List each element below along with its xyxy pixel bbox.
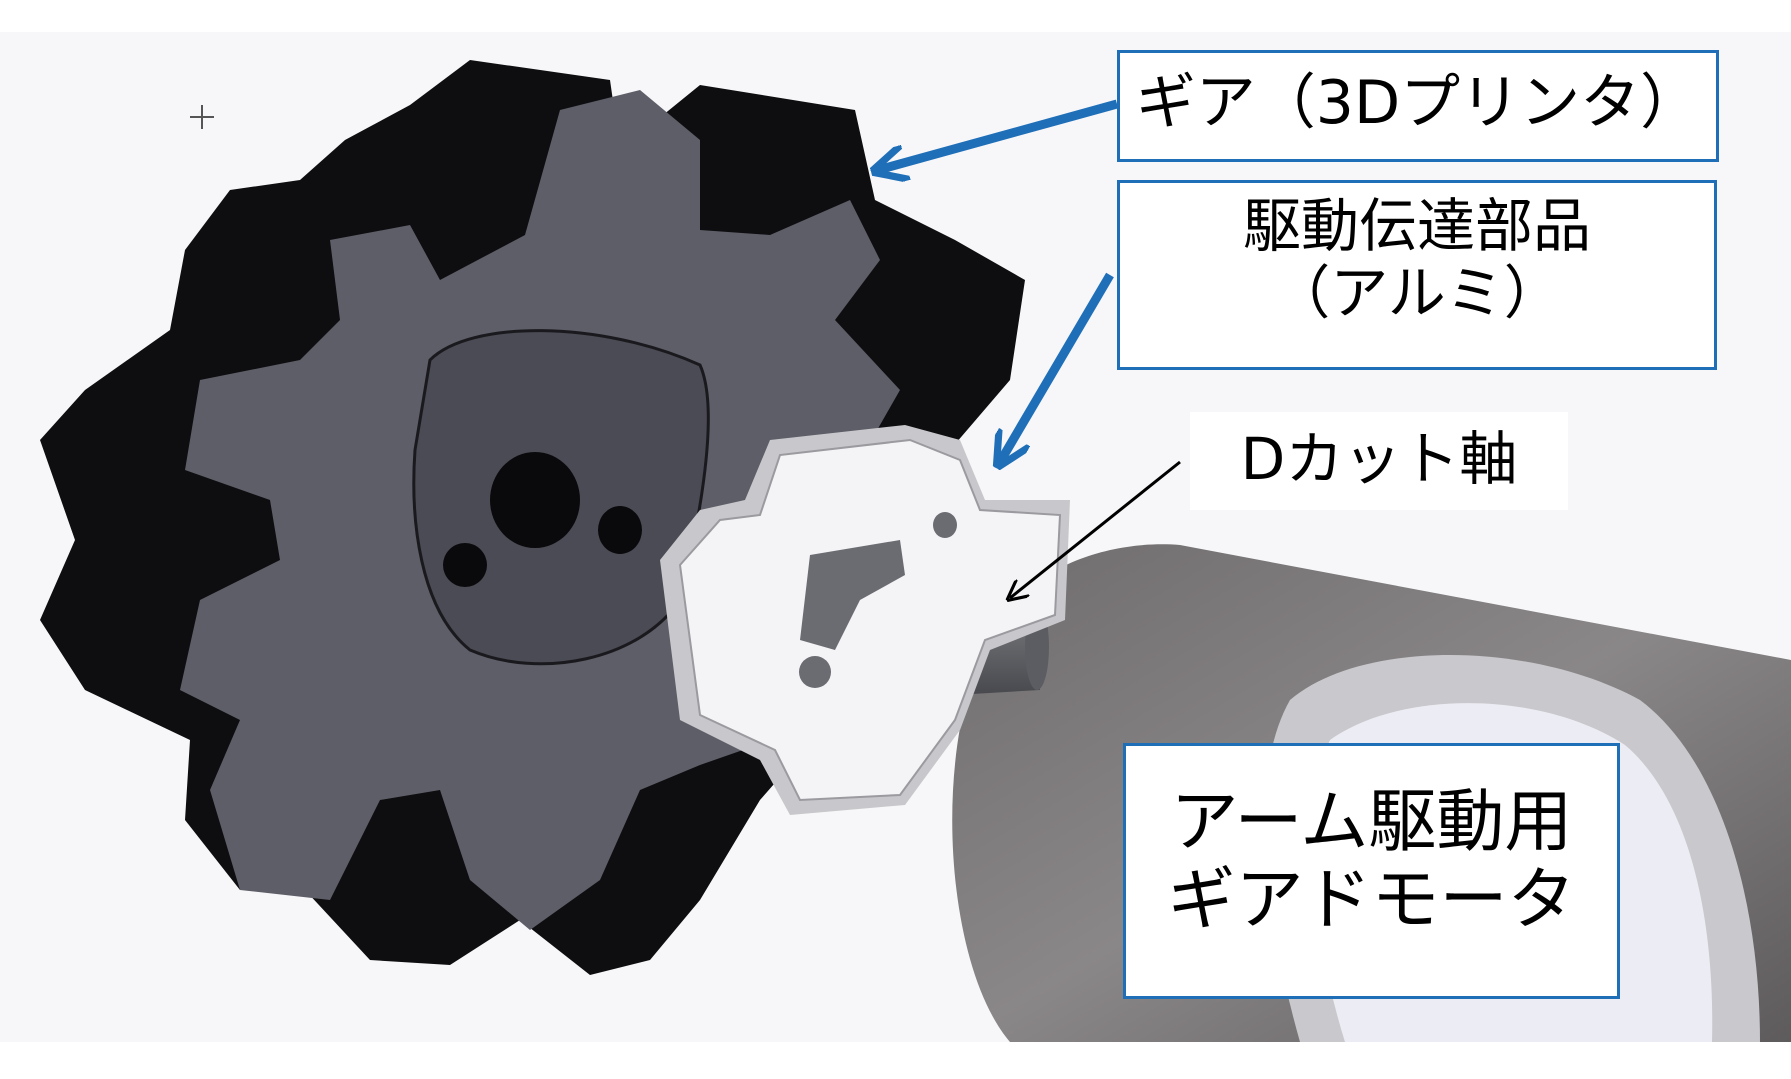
shaft-label: Dカット軸 — [1240, 425, 1518, 493]
gear-bolt-hole — [598, 506, 642, 554]
shaft-callout-arrow — [1010, 460, 1181, 598]
shaft-label-box: Dカット軸 — [1190, 412, 1568, 510]
gear-label: ギア（3Dプリンタ） — [1135, 68, 1701, 138]
motor-label-line1: アーム駆動用 — [1170, 783, 1573, 862]
drive-transfer-part — [660, 425, 1070, 815]
transfer-part-label-line2: （アルミ） — [1272, 258, 1562, 327]
transfer-callout-arrow — [1000, 272, 1114, 462]
transfer-part-slot — [800, 540, 905, 650]
transfer-part-hole — [933, 512, 957, 538]
motor-label-box: アーム駆動用 ギアドモータ — [1123, 743, 1620, 999]
transfer-part-hole — [799, 656, 831, 688]
gear-callout-arrow — [878, 99, 1119, 170]
transfer-part-face — [678, 438, 1062, 802]
gear-center-hole — [490, 452, 580, 548]
transfer-part-label-line1: 駆動伝達部品 — [1242, 192, 1591, 260]
motor-label-line2: ギアドモータ — [1167, 861, 1576, 941]
gear-bolt-hole — [443, 543, 487, 587]
transfer-part-label-box: 駆動伝達部品 （アルミ） — [1117, 180, 1717, 370]
crosshair-icon — [190, 105, 214, 129]
gear-label-box: ギア（3Dプリンタ） — [1117, 50, 1719, 162]
